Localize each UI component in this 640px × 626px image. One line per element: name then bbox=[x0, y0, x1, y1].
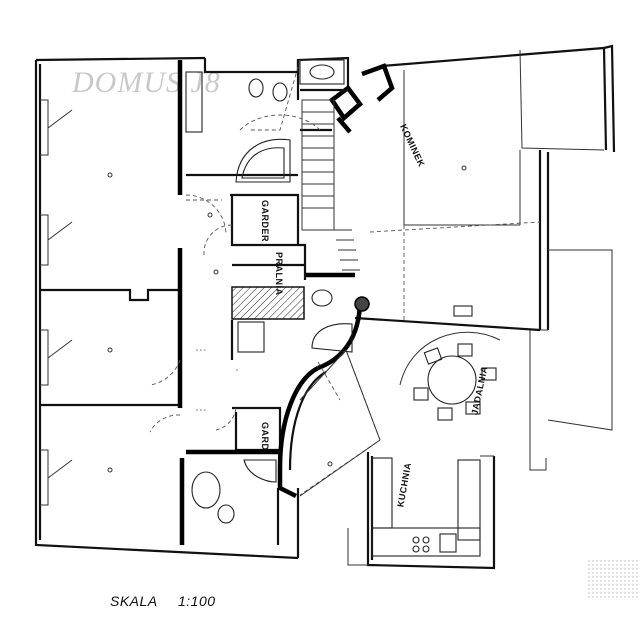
room-label-pralnia: PRALNIA bbox=[274, 252, 284, 296]
door-swings bbox=[149, 59, 541, 497]
dotted-pattern bbox=[588, 560, 638, 600]
scale-label: SKALA bbox=[110, 593, 158, 609]
room-label-kuchnia: KUCHNIA bbox=[395, 462, 413, 508]
interior-walls bbox=[40, 60, 395, 558]
room-label-jadalnia: JADALNIA bbox=[469, 365, 489, 416]
bathroom-fixtures bbox=[185, 59, 353, 524]
kitchen-counters bbox=[371, 457, 481, 557]
dining-set bbox=[399, 305, 501, 421]
staircase bbox=[301, 99, 360, 271]
room-label-gard: GARD bbox=[260, 422, 270, 451]
svg-text:▫: ▫ bbox=[236, 368, 238, 374]
curved-wall bbox=[277, 296, 370, 499]
room-label-garder: GARDER bbox=[260, 200, 270, 242]
scale-value: 1:100 bbox=[178, 593, 216, 609]
hatched-wall-block bbox=[231, 286, 305, 320]
watermark-text: DOMUS J8 bbox=[71, 66, 221, 99]
svg-text:▫ ▫ ▫: ▫ ▫ ▫ bbox=[196, 408, 206, 414]
svg-text:▫ ▫ ▫: ▫ ▫ ▫ bbox=[196, 348, 206, 354]
room-label-kominek: KOMINEK bbox=[398, 123, 427, 169]
electrical-marks: ▫ ▫ ▫ ▫ ▫ ▫ ▫ bbox=[107, 165, 467, 473]
